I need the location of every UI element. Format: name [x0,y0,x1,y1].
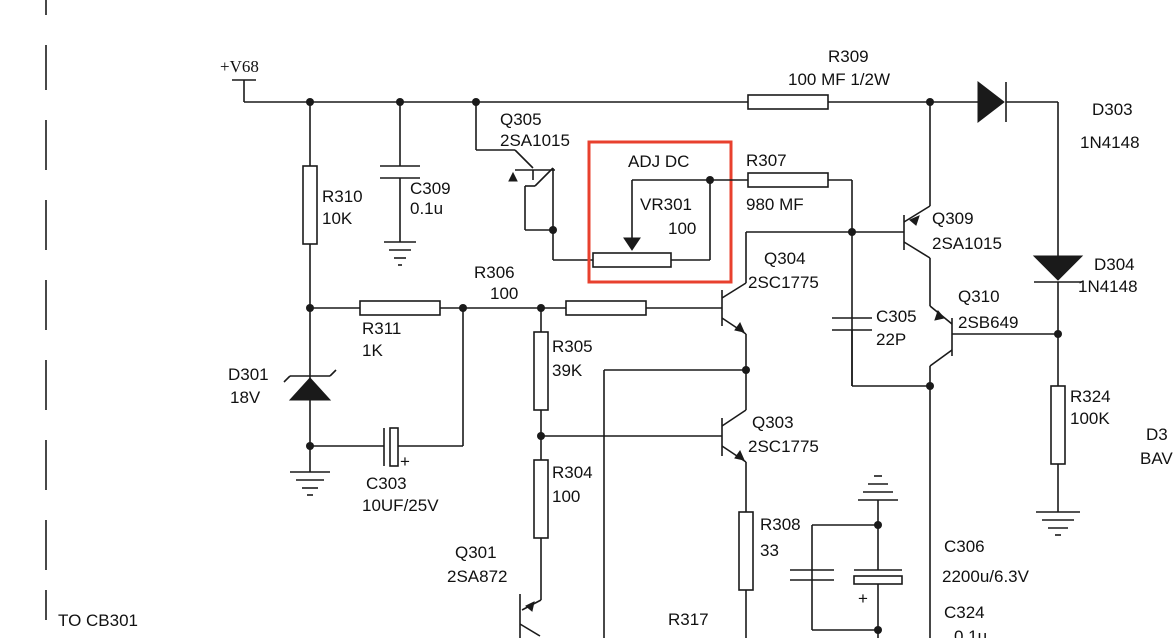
r311-ref: R311 [362,319,401,338]
v68-supply: +V68 [220,57,259,102]
capacitor-c309: C309 0.1u [380,102,451,266]
transistor-q301: Q301 2SA872 [447,543,541,638]
resistor-r308: R308 33 [738,511,801,638]
q301-ref: Q301 [455,543,497,562]
r304-ref: R304 [552,463,593,482]
capacitor-c324: C324 0.1u [944,603,987,638]
d303-ref: D303 [1092,100,1133,119]
q303-value: 2SC1775 [748,437,819,456]
resistor-r324: R324 100K [1036,385,1111,536]
d303-value: 1N4148 [1080,133,1140,152]
r310-ref: R310 [322,187,363,206]
transistor-q305: Q305 2SA1015 [475,102,593,261]
q305-value: 2SA1015 [500,131,570,150]
transistor-q304: Q304 2SC1775 [721,231,852,410]
q310-ref: Q310 [958,287,1000,306]
r309-value: 100 MF 1/2W [788,70,890,89]
q305-ref: Q305 [500,110,542,129]
resistor-r310: R310 10K [302,102,363,446]
resistor-r306: R306 100 [474,263,722,316]
top-rail [244,101,1059,256]
r306-value: 100 [490,284,518,303]
adj-label: ADJ DC [628,152,689,171]
r311-value: 1K [362,341,383,360]
r307-ref: R307 [746,151,787,170]
q309-value: 2SA1015 [932,234,1002,253]
vr301-ref: VR301 [640,195,692,214]
junction [306,304,314,312]
junction [874,626,882,634]
c324-value: 0.1u [954,627,987,638]
supply-label: +V68 [220,57,259,76]
d301-value: 18V [230,388,261,407]
d3-value: BAV [1140,449,1173,468]
capacitor-c306: + C306 2200u/6.3V [790,475,1030,638]
q304-ref: Q304 [764,249,806,268]
r317-ref: R317 [668,610,709,629]
resistor-r304: R304 100 [521,459,593,611]
diode-d3-partial: D3 BAV [1140,425,1173,468]
c309-ref: C309 [410,179,451,198]
capacitor-c305: C305 22P [832,307,930,387]
c305-value: 22P [876,330,906,349]
q304-value: 2SC1775 [748,273,819,292]
zener-d301: D301 18V [228,365,337,407]
ground-symbol [290,446,330,496]
c324-ref: C324 [944,603,985,622]
d301-ref: D301 [228,365,269,384]
q309-ref: Q309 [932,209,974,228]
diode-d304: D304 1N4148 [1032,255,1138,386]
q310-value: 2SB649 [958,313,1019,332]
r308-value: 33 [760,541,779,560]
c305-ref: C305 [876,307,917,326]
d304-value: 1N4148 [1078,277,1138,296]
junction [549,226,557,234]
transistor-q310: Q310 2SB649 [929,287,1058,638]
q303-ref: Q303 [752,413,794,432]
junction [926,382,934,390]
connector-label: TO CB301 [58,611,138,630]
resistor-r311: R311 1K [310,300,566,360]
c306-ref: C306 [944,537,985,556]
transistor-q303: Q303 2SC1775 [541,409,819,540]
highlight-box [587,140,733,284]
c303-polarity: + [400,452,410,471]
d304-ref: D304 [1094,255,1135,274]
diode-d303: D303 1N4148 [977,80,1140,152]
transistor-q309: Q309 2SA1015 [852,102,1002,300]
r304-value: 100 [552,487,580,506]
r308-ref: R308 [760,515,801,534]
capacitor-c303: + C303 10UF/25V [310,308,464,515]
d3-ref: D3 [1146,425,1168,444]
q301-value: 2SA872 [447,567,508,586]
r306-ref: R306 [474,263,515,282]
r309-ref: R309 [828,47,869,66]
r305-value: 39K [552,361,583,380]
c309-value: 0.1u [410,199,443,218]
resistor-r305: R305 39K [533,308,593,460]
r307-value: 980 MF [746,195,804,214]
r324-ref: R324 [1070,387,1111,406]
c303-ref: C303 [366,474,407,493]
c306-value: 2200u/6.3V [942,567,1030,586]
r324-value: 100K [1070,409,1110,428]
vr301-value: 100 [668,219,696,238]
c303-value: 10UF/25V [362,496,439,515]
potentiometer-vr301: ADJ DC VR301 100 [592,152,711,268]
resistor-r309: R309 100 MF 1/2W [747,47,890,110]
c306-polarity: + [858,589,868,608]
r305-ref: R305 [552,337,593,356]
junction [874,521,882,529]
r310-value: 10K [322,209,353,228]
